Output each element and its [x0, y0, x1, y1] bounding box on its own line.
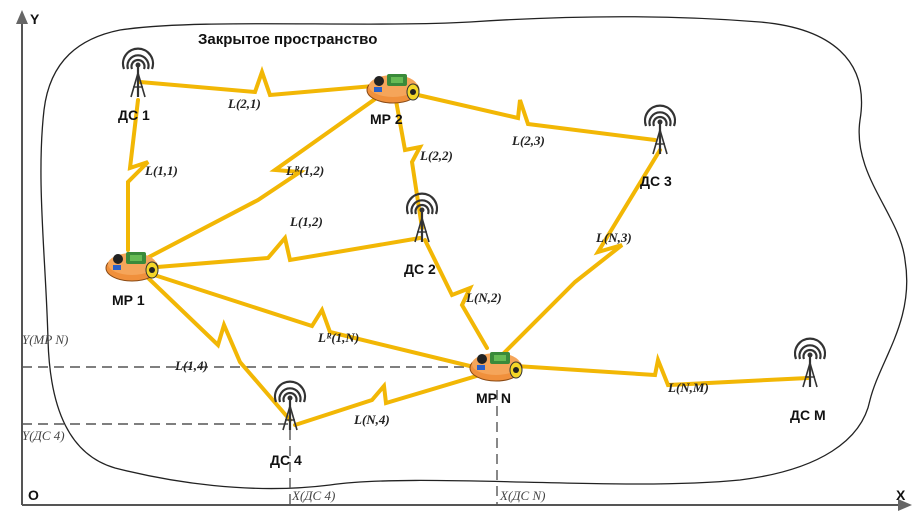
robot-1-label: МР 1: [112, 292, 145, 308]
link-n-m: [498, 353, 810, 388]
link-2-1: [138, 65, 387, 98]
base-station-m: ДС М: [790, 337, 827, 423]
robot-n-label: МР N: [476, 390, 511, 406]
link-label-2-3: L(2,3): [511, 133, 545, 148]
robot-n: МР N: [469, 351, 523, 406]
link-r-1-n: [143, 270, 480, 370]
coordinate-guides: [22, 366, 498, 505]
robot-1: МР 1: [105, 251, 159, 308]
link-1-2: [143, 233, 422, 270]
x-ds4-label: X(ДС 4): [291, 488, 335, 503]
base-station-2-label: ДС 2: [404, 261, 436, 277]
links: [126, 65, 810, 427]
link-label-1-2: L(1,2): [289, 214, 323, 229]
link-r-1-2: [126, 90, 387, 270]
base-station-4: ДС 4: [270, 380, 307, 468]
link-label-n-2: L(N,2): [465, 290, 502, 305]
link-1-1: [126, 98, 150, 252]
link-label-r-1-n: Lᴿ(1,N): [317, 330, 359, 345]
link-label-n-m: L(N,M): [667, 380, 709, 395]
link-2-2: [393, 93, 424, 230]
robot-2: МР 2: [366, 73, 420, 127]
link-label-r-1-2: Lᴿ(1,2): [285, 163, 324, 178]
link-label-n-4: L(N,4): [353, 412, 390, 427]
link-label-1-4: L(1,4): [174, 358, 208, 373]
y-ds4-label: Y(ДС 4): [22, 428, 65, 443]
link-1-4: [143, 273, 292, 422]
x-dsn-label: X(ДС N): [499, 488, 545, 503]
link-label-2-1: L(2,1): [227, 96, 261, 111]
link-label-n-3: L(N,3): [595, 230, 632, 245]
robot-2-label: МР 2: [370, 111, 403, 127]
base-station-m-label: ДС М: [790, 407, 826, 423]
space-title: Закрытое пространство: [198, 31, 377, 48]
link-n-2: [423, 238, 489, 350]
closed-space-boundary: [40, 16, 908, 490]
base-station-1-label: ДС 1: [118, 107, 150, 123]
link-n-4: [293, 370, 492, 427]
link-n-3: [495, 148, 662, 362]
origin-label: O: [28, 487, 39, 503]
x-axis-label: X: [896, 487, 906, 503]
link-labels: L(2,1) L(2,3) L(1,1) L(2,2) Lᴿ(1,2) L(1,…: [144, 96, 709, 427]
link-label-2-2: L(2,2): [419, 148, 453, 163]
base-station-3-label: ДС 3: [640, 173, 672, 189]
base-station-4-label: ДС 4: [270, 452, 302, 468]
y-mrn-label: Y(MP N): [22, 332, 68, 347]
base-station-3: ДС 3: [640, 104, 677, 189]
link-label-1-1: L(1,1): [144, 163, 178, 178]
link-2-3: [403, 90, 657, 142]
base-station-1: ДС 1: [118, 47, 155, 123]
y-axis-label: Y: [30, 11, 40, 27]
base-station-2: ДС 2: [404, 192, 439, 277]
